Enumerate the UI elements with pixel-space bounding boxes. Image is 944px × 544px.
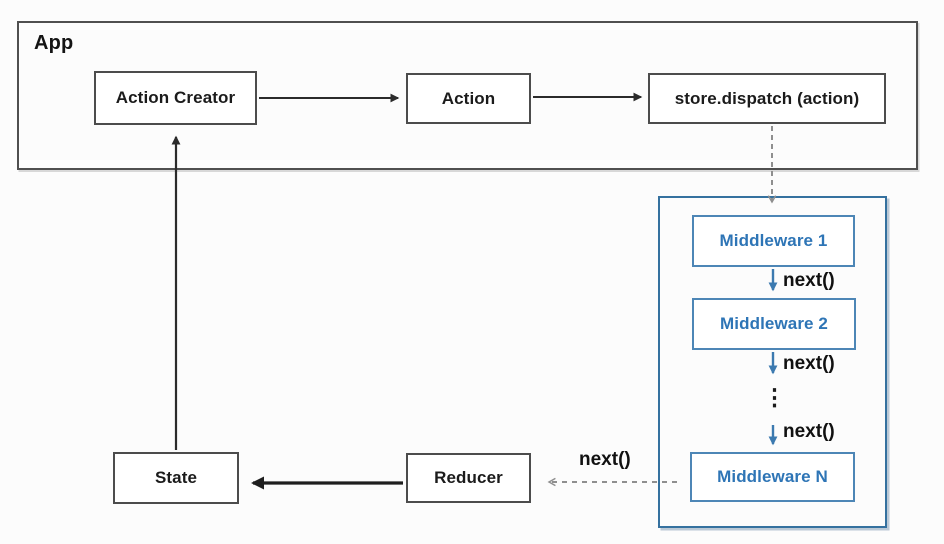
node-action-label: Action xyxy=(441,88,496,108)
node-middleware-2: Middleware 2 xyxy=(692,298,856,350)
node-middleware-2-label: Middleware 2 xyxy=(720,314,828,333)
node-middleware-n-label: Middleware N xyxy=(717,467,828,486)
node-state-label: State xyxy=(154,468,198,487)
ellipsis-dots: ⋮ xyxy=(763,384,786,410)
node-state: State xyxy=(113,452,239,504)
edge-label-next-to-reducer: next() xyxy=(579,449,631,470)
node-reducer: Reducer xyxy=(406,453,531,503)
node-reducer-label: Reducer xyxy=(434,468,503,487)
app-container: App xyxy=(17,21,918,170)
node-action-creator: Action Creator xyxy=(94,71,257,125)
node-store-dispatch-label: store.dispatch (action) xyxy=(674,88,860,108)
edge-label-next-3: next() xyxy=(783,421,835,442)
edge-label-next-2: next() xyxy=(783,353,835,374)
app-label: App xyxy=(34,32,74,54)
node-action: Action xyxy=(406,73,531,124)
node-middleware-1: Middleware 1 xyxy=(692,215,855,267)
edge-label-next-1: next() xyxy=(783,270,835,291)
node-middleware-n: Middleware N xyxy=(690,452,855,502)
node-middleware-1-label: Middleware 1 xyxy=(719,231,828,250)
node-store-dispatch: store.dispatch (action) xyxy=(648,73,886,124)
node-action-creator-label: Action Creator xyxy=(115,88,236,107)
